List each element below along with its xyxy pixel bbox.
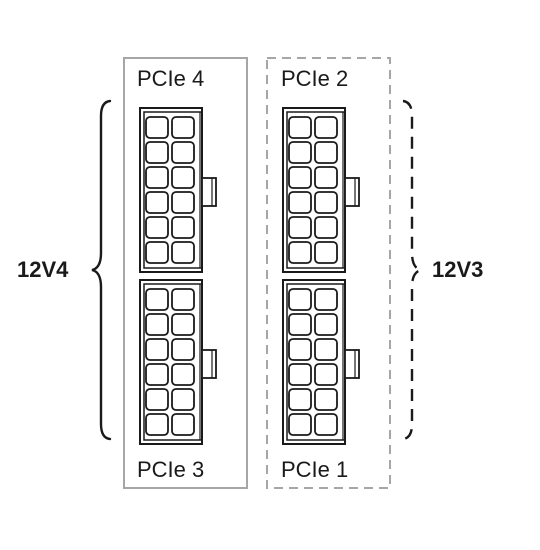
connector-pin [288, 288, 312, 311]
connector-pin [314, 363, 338, 386]
rail-label-12v3: 12V3 [432, 257, 483, 282]
connector-pin [171, 363, 195, 386]
connector-latch [344, 349, 360, 379]
connector-pin [145, 288, 169, 311]
connector-pin [314, 288, 338, 311]
connector-pin [145, 141, 169, 164]
pcie-connector-top-left [139, 107, 217, 273]
connector-pin [145, 413, 169, 436]
connector-pin [288, 116, 312, 139]
connector-latch [344, 177, 360, 207]
connector-pin [314, 191, 338, 214]
left-brace [91, 99, 112, 441]
connector-pin [288, 141, 312, 164]
connector-pin [145, 216, 169, 239]
connector-pin [288, 413, 312, 436]
connector-pin [288, 363, 312, 386]
connector-pin [171, 116, 195, 139]
connector-pin [145, 313, 169, 336]
pcie-connector-bottom-left [139, 279, 217, 445]
connector-pin [171, 338, 195, 361]
right-brace [402, 99, 422, 441]
connector-pin [288, 241, 312, 264]
connector-pin [314, 241, 338, 264]
connector-pin [288, 338, 312, 361]
connector-pin [288, 191, 312, 214]
connector-pin [288, 313, 312, 336]
label-bottom-left: PCIe 3 [137, 457, 204, 482]
connector-pin [145, 388, 169, 411]
connector-pin [314, 413, 338, 436]
connector-pin [314, 166, 338, 189]
pcie-connector-top-right [282, 107, 360, 273]
group-box-12v4 [123, 57, 248, 489]
rail-label-12v4: 12V4 [17, 257, 69, 282]
connector-pin [171, 388, 195, 411]
connector-pin [288, 166, 312, 189]
connector-pin [145, 241, 169, 264]
connector-pin [171, 313, 195, 336]
connector-pin [145, 116, 169, 139]
connector-pin [314, 338, 338, 361]
connector-pin [171, 166, 195, 189]
connector-pin [171, 141, 195, 164]
connector-pin [314, 313, 338, 336]
connector-pin [314, 388, 338, 411]
connector-pin [314, 141, 338, 164]
connector-pin [171, 241, 195, 264]
connector-pin [314, 216, 338, 239]
connector-pin [171, 288, 195, 311]
connector-pin [145, 363, 169, 386]
connector-pin [145, 191, 169, 214]
connector-pin [288, 388, 312, 411]
connector-pin [171, 191, 195, 214]
connector-pin [145, 338, 169, 361]
group-box-12v3 [266, 57, 391, 489]
pcie-connector-bottom-right [282, 279, 360, 445]
label-bottom-right: PCIe 1 [281, 457, 348, 482]
connector-latch [201, 349, 217, 379]
connector-pin [145, 166, 169, 189]
label-top-left: PCIe 4 [137, 66, 204, 91]
connector-pin [171, 216, 195, 239]
connector-pin [171, 413, 195, 436]
connector-pin [288, 216, 312, 239]
label-top-right: PCIe 2 [281, 66, 348, 91]
connector-pin [314, 116, 338, 139]
connector-latch [201, 177, 217, 207]
